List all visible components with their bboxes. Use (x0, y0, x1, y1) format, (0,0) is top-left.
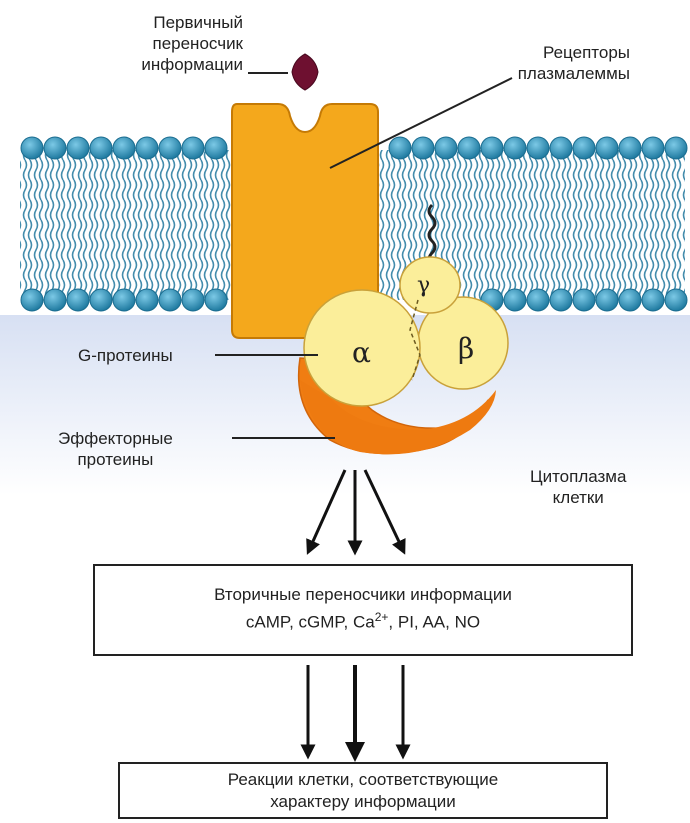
lipid-head-outer (159, 137, 181, 159)
label-cytoplasm-line2: клетки (530, 487, 626, 508)
secondary-messengers-list: cAMP, cGMP, Ca2+, PI, AA, NO (95, 606, 631, 634)
lipid-head-outer (596, 137, 618, 159)
label-g-proteins: G-протеины (78, 345, 173, 366)
lipid-head-outer (44, 137, 66, 159)
lipid-head-outer (481, 137, 503, 159)
lipid-head-inner (44, 289, 66, 311)
lipid-head-inner (182, 289, 204, 311)
lipid-head-outer (550, 137, 572, 159)
lipid-head-outer (21, 137, 43, 159)
lipid-head-outer (182, 137, 204, 159)
lipid-head-outer (136, 137, 158, 159)
lipid-head-outer (389, 137, 411, 159)
label-primary-messenger-line1: Первичный (78, 12, 243, 33)
lipid-head-inner (596, 289, 618, 311)
lipid-head-inner (90, 289, 112, 311)
lipid-head-inner (21, 289, 43, 311)
label-cytoplasm-line1: Цитоплазма (530, 466, 626, 487)
label-primary-messenger: Первичный переносчик информации (78, 12, 243, 75)
lipid-head-inner (136, 289, 158, 311)
label-effector-proteins: Эффекторные протеины (58, 428, 173, 470)
lipid-head-outer (504, 137, 526, 159)
lipid-head-outer (458, 137, 480, 159)
lipid-head-inner (619, 289, 641, 311)
label-primary-messenger-line3: информации (78, 54, 243, 75)
lipid-head-outer (205, 137, 227, 159)
ligand-diamond (292, 54, 318, 90)
gamma-symbol: γ (417, 273, 430, 298)
lipid-head-outer (412, 137, 434, 159)
lipid-head-outer (113, 137, 135, 159)
lipid-head-outer (67, 137, 89, 159)
lipid-head-inner (550, 289, 572, 311)
label-effector-line2: протеины (58, 449, 173, 470)
lipid-head-inner (67, 289, 89, 311)
lipid-head-outer (90, 137, 112, 159)
lipid-head-outer (642, 137, 664, 159)
lipid-head-outer (527, 137, 549, 159)
beta-symbol: β (458, 332, 474, 365)
lipid-head-outer (665, 137, 687, 159)
lipid-head-inner (113, 289, 135, 311)
cell-reactions-box: Реакции клетки, соответствующие характер… (118, 762, 608, 819)
lipid-head-inner (159, 289, 181, 311)
lipid-head-outer (573, 137, 595, 159)
alpha-symbol: α (352, 336, 371, 369)
cell-reactions-line2: характеру информации (120, 791, 606, 813)
lipid-head-outer (435, 137, 457, 159)
lipid-head-inner (665, 289, 687, 311)
secondary-messengers-title: Вторичные переносчики информации (95, 584, 631, 606)
label-primary-messenger-line2: переносчик (78, 33, 243, 54)
label-receptors-line2: плазмалеммы (460, 63, 630, 84)
calcium-charge: 2+ (375, 610, 389, 624)
lipid-head-inner (504, 289, 526, 311)
lipid-head-outer (619, 137, 641, 159)
lipid-head-inner (527, 289, 549, 311)
messengers-prefix: cAMP, cGMP, Ca (246, 613, 375, 632)
lipid-head-inner (205, 289, 227, 311)
secondary-messengers-box: Вторичные переносчики информации cAMP, c… (93, 564, 633, 656)
label-receptors-line1: Рецепторы (460, 42, 630, 63)
cell-reactions-line1: Реакции клетки, соответствующие (120, 769, 606, 791)
label-effector-line1: Эффекторные (58, 428, 173, 449)
lipid-head-inner (642, 289, 664, 311)
messengers-suffix: , PI, AA, NO (388, 613, 480, 632)
label-receptors: Рецепторы плазмалеммы (460, 42, 630, 84)
label-cytoplasm: Цитоплазма клетки (530, 466, 626, 508)
lipid-head-inner (573, 289, 595, 311)
